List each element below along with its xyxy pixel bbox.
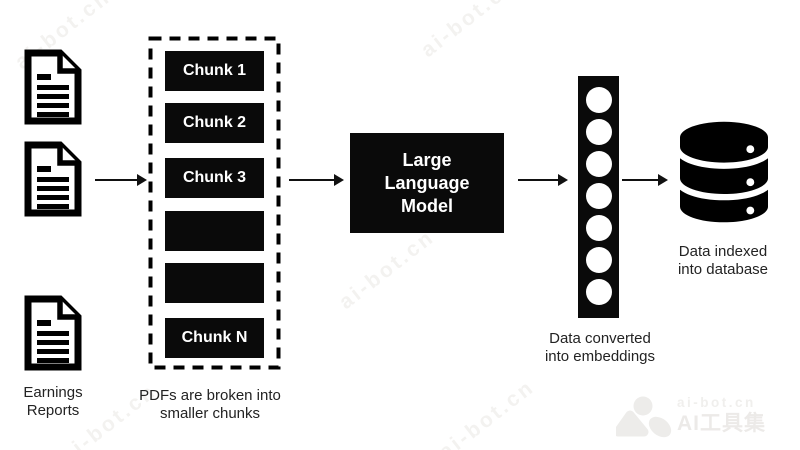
- document-icon: [24, 141, 82, 217]
- arrow-model-to-embeddings: [518, 174, 568, 186]
- embedding-dot: [585, 119, 612, 145]
- watermark-site-text: ai-bot.cn: [677, 395, 756, 410]
- embedding-dot: [585, 279, 612, 305]
- chunk-box-1: Chunk 1: [165, 51, 264, 91]
- chunk-box-empty-1: [165, 211, 264, 251]
- llm-title-line: Large: [402, 149, 452, 170]
- sources-caption: Earnings Reports: [23, 384, 83, 419]
- llm-node: Large Language Model: [350, 133, 504, 233]
- chunking-caption: PDFs are broken into smaller chunks: [139, 387, 281, 422]
- watermark-logo-icon: [616, 396, 672, 438]
- llm-title-line: Language: [384, 172, 470, 193]
- watermark-brand-text: AI工具集: [677, 411, 766, 435]
- chunk-box-empty-2: [165, 263, 264, 303]
- database-icon: [680, 121, 768, 223]
- embedding-dot: [585, 247, 612, 273]
- chunks-panel-dashed-border: [148, 36, 281, 370]
- background-watermark-text: ai-bot.cn: [416, 0, 522, 62]
- arrow-sources-to-chunks: [95, 174, 147, 186]
- chunk-box-2: Chunk 2: [165, 103, 264, 143]
- chunk-box-3: Chunk 3: [165, 158, 264, 198]
- background-watermark-text: ai-bot.cn: [434, 375, 540, 450]
- embedding-dot: [585, 215, 612, 241]
- arrow-chunks-to-model: [289, 174, 344, 186]
- embedding-dot: [585, 87, 612, 113]
- chunk-box-n: Chunk N: [165, 318, 264, 358]
- background-watermark-text: ai-bot.cn: [334, 225, 440, 314]
- document-icon: [24, 49, 82, 125]
- llm-title-line: Model: [401, 195, 453, 216]
- embeddings-column: [578, 76, 619, 318]
- database-caption: Data indexed into database: [677, 243, 769, 278]
- arrow-embeddings-to-database: [622, 174, 668, 186]
- document-icon: [24, 295, 82, 371]
- embedding-dot: [585, 183, 612, 209]
- embedding-dot: [585, 151, 612, 177]
- embeddings-caption: Data converted into embeddings: [544, 330, 656, 365]
- watermark: ai-bot.cn AI工具集: [677, 396, 766, 434]
